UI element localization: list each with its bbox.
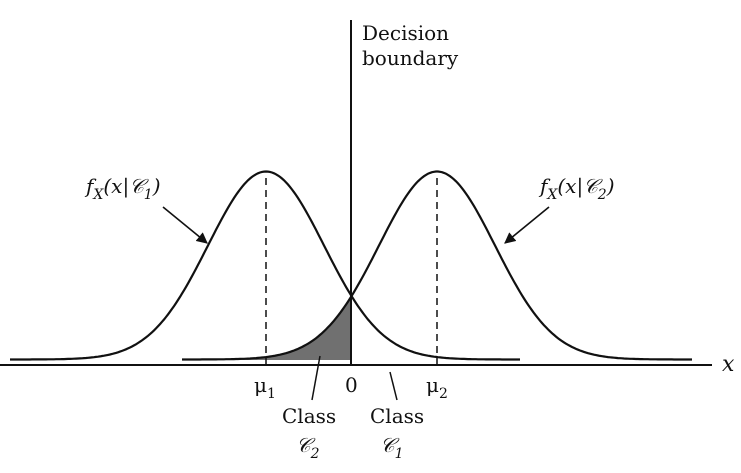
decision-boundary-label-line2: boundary: [362, 46, 459, 70]
pdf1-pointer-arrow: [162, 206, 208, 244]
class-left-label-line2: 𝒞2: [296, 433, 320, 462]
shaded-error-region: [182, 299, 351, 360]
mu2-label: μ2: [426, 373, 448, 402]
pdf-curve-class1: [10, 170, 520, 361]
decision-boundary-label-line1: Decision: [362, 21, 449, 45]
class-right-label-line1: Class: [370, 404, 424, 428]
mu1-label: μ1: [254, 373, 276, 402]
class-right-label-line2: 𝒞1: [380, 433, 404, 462]
class2-pointer-line: [311, 355, 321, 401]
pdf-class2-label: fX(x|𝒞2): [538, 174, 615, 203]
pdf-class1-label: fX(x|𝒞1): [84, 174, 161, 203]
pdf2-pointer-arrow: [504, 206, 550, 244]
class-left-label-line1: Class: [282, 404, 336, 428]
zero-label: 0: [345, 373, 358, 397]
pdf-curve-class2: [182, 170, 692, 361]
class1-pointer-line: [389, 371, 398, 401]
x-axis-label: x: [722, 352, 735, 377]
